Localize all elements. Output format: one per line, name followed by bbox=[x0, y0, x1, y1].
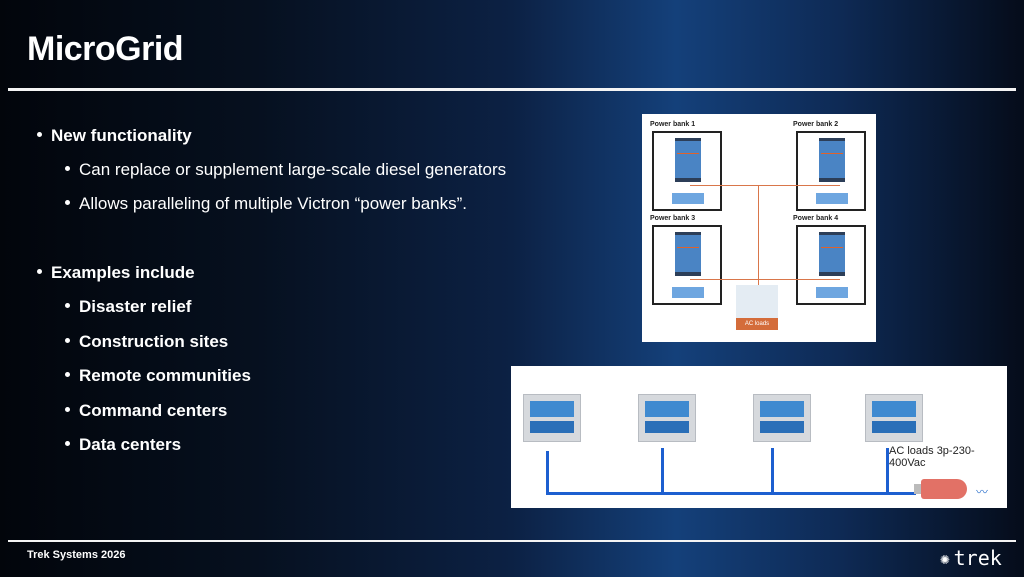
bullet-remote: Remote communities bbox=[65, 366, 251, 386]
bullet-construction: Construction sites bbox=[65, 332, 228, 352]
power-bank-3 bbox=[652, 225, 722, 305]
power-bank-4 bbox=[796, 225, 866, 305]
bullet-replace-generators: Can replace or supplement large-scale di… bbox=[65, 160, 506, 180]
rack-4 bbox=[865, 394, 923, 442]
victron-logo-icon: 〰 bbox=[976, 485, 989, 499]
power-bank-1 bbox=[652, 131, 722, 211]
ac-loads-label: AC loads bbox=[736, 318, 778, 330]
slide-title: MicroGrid bbox=[27, 30, 184, 68]
power-bank-1-label: Power bank 1 bbox=[650, 121, 696, 128]
footer-text: Trek Systems 2026 bbox=[27, 549, 126, 561]
power-bank-2 bbox=[796, 131, 866, 211]
rack-3 bbox=[753, 394, 811, 442]
title-divider bbox=[8, 88, 1016, 91]
bullet-disaster-relief: Disaster relief bbox=[65, 297, 191, 317]
power-bank-4-label: Power bank 4 bbox=[793, 215, 839, 222]
bullet-paralleling: Allows paralleling of multiple Victron “… bbox=[65, 194, 467, 214]
ac-loads-3p-label: AC loads 3p-230-400Vac bbox=[889, 445, 975, 469]
plug-socket bbox=[914, 484, 922, 494]
power-plug-icon bbox=[921, 479, 967, 499]
power-bank-diagram: Power bank 1 Power bank 2 Power bank 3 P… bbox=[642, 114, 876, 342]
rack-1 bbox=[523, 394, 581, 442]
bullet-examples: Examples include bbox=[37, 263, 195, 283]
bullet-new-functionality: New functionality bbox=[37, 126, 192, 146]
sunburst-icon: ✺ bbox=[940, 548, 950, 568]
bullet-command: Command centers bbox=[65, 401, 227, 421]
footer-divider bbox=[8, 540, 1016, 542]
power-bank-3-label: Power bank 3 bbox=[650, 215, 696, 222]
trek-logo: ✺trek bbox=[940, 546, 1002, 570]
bullet-data-centers: Data centers bbox=[65, 435, 181, 455]
rack-diagram: AC loads 3p-230-400Vac 〰 bbox=[511, 366, 1007, 508]
power-bank-2-label: Power bank 2 bbox=[793, 121, 839, 128]
rack-2 bbox=[638, 394, 696, 442]
